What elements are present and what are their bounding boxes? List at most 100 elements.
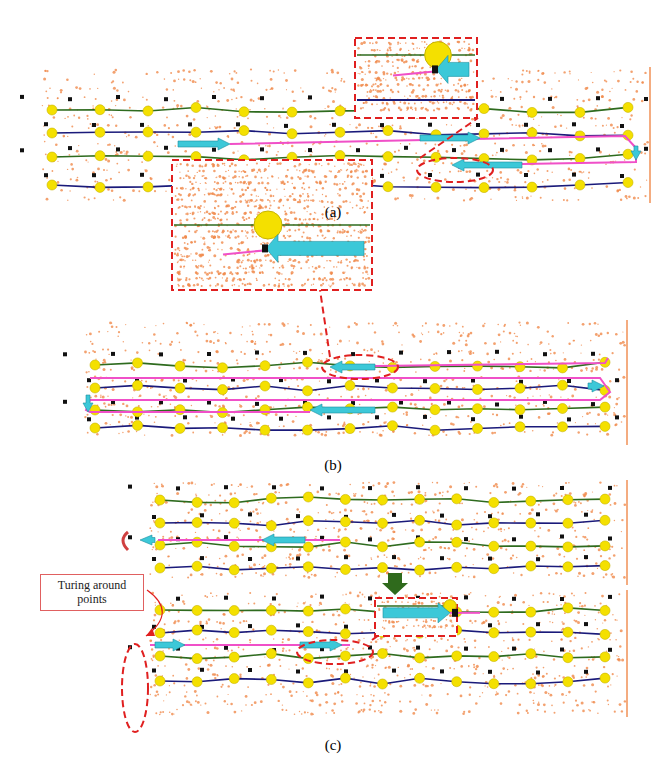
figure-part — [453, 84, 455, 86]
figure-part — [580, 369, 583, 372]
figure-part — [184, 359, 186, 361]
figure-part — [494, 142, 496, 144]
figure-part — [458, 96, 460, 98]
figure-part — [470, 332, 473, 335]
figure-part — [189, 79, 191, 81]
figure-part — [516, 342, 518, 344]
figure-part — [394, 151, 396, 153]
figure-part — [123, 199, 126, 202]
figure-part — [398, 331, 400, 333]
figure-part — [168, 127, 170, 129]
figure-part — [119, 196, 121, 198]
figure-part — [411, 197, 412, 198]
figure-part — [571, 395, 574, 398]
figure-part — [557, 422, 559, 424]
figure-part — [239, 404, 240, 405]
grid-point — [332, 123, 336, 127]
figure-part — [126, 153, 128, 155]
grid-point — [644, 147, 648, 151]
figure-part — [362, 423, 365, 426]
figure-part — [126, 136, 127, 137]
figure-part — [325, 108, 326, 109]
figure-part — [416, 47, 418, 49]
figure-part — [372, 431, 374, 433]
figure-part — [240, 351, 242, 353]
figure-part — [493, 135, 495, 137]
figure-part — [373, 89, 375, 91]
figure-part — [636, 90, 639, 93]
figure-part — [614, 132, 616, 134]
figure-part — [371, 85, 373, 87]
figure-part — [322, 87, 324, 89]
figure-part — [360, 107, 362, 109]
waypoint — [143, 151, 153, 161]
figure-part — [447, 369, 449, 371]
figure-part — [108, 404, 110, 406]
waypoint — [191, 103, 201, 113]
figure-part — [435, 83, 438, 86]
figure-part — [532, 144, 534, 146]
figure-part — [618, 369, 620, 371]
figure-part — [515, 125, 517, 127]
figure-part — [409, 194, 412, 197]
figure-part — [460, 170, 462, 172]
figure-part — [496, 414, 498, 416]
figure-part — [609, 380, 611, 382]
figure-part — [249, 109, 251, 111]
figure-part — [375, 71, 378, 74]
figure-part — [229, 332, 231, 334]
figure-part — [467, 84, 468, 85]
figure-part — [217, 339, 220, 342]
figure-part — [45, 153, 47, 155]
figure-part — [420, 74, 422, 76]
figure-part — [124, 153, 125, 154]
figure-part — [357, 47, 359, 49]
figure-part — [250, 99, 253, 102]
figure-part — [551, 88, 552, 89]
figure-part — [138, 396, 139, 397]
figure-part — [98, 331, 100, 333]
figure-part — [250, 422, 251, 423]
waypoint — [335, 106, 345, 116]
figure-part — [281, 322, 284, 325]
figure-part — [111, 190, 114, 193]
figure-part — [97, 143, 99, 145]
figure-part — [492, 413, 494, 415]
figure-part — [484, 342, 487, 345]
figure-part — [296, 352, 298, 354]
figure-part — [370, 132, 372, 134]
figure-part — [378, 350, 380, 352]
figure-part — [92, 350, 94, 352]
figure-part — [458, 49, 461, 52]
figure-part — [500, 425, 502, 427]
figure-part — [408, 78, 410, 80]
figure-part — [127, 169, 130, 172]
grid-point — [116, 147, 120, 151]
figure-part — [292, 420, 295, 423]
figure-part — [374, 78, 376, 80]
figure-part — [69, 154, 71, 156]
figure-part — [521, 106, 523, 108]
figure-part — [470, 197, 473, 200]
figure-part — [464, 368, 465, 369]
figure-part — [215, 331, 216, 332]
figure-part — [177, 70, 180, 73]
figure-part — [172, 136, 175, 139]
figure-part — [595, 423, 596, 424]
figure-part — [398, 150, 400, 152]
figure-part — [472, 103, 474, 105]
figure-part — [424, 198, 425, 199]
figure-part — [234, 91, 235, 92]
figure-part — [428, 77, 430, 79]
figure-part — [369, 361, 370, 362]
figure-part — [613, 127, 615, 129]
figure-part — [138, 190, 140, 192]
figure-part — [410, 96, 411, 97]
figure-part — [280, 344, 282, 346]
figure-part — [265, 145, 266, 146]
figure-part — [331, 117, 333, 119]
figure-part — [397, 59, 400, 62]
figure-part — [188, 133, 191, 136]
figure-part — [160, 343, 162, 345]
figure-part — [517, 169, 520, 172]
